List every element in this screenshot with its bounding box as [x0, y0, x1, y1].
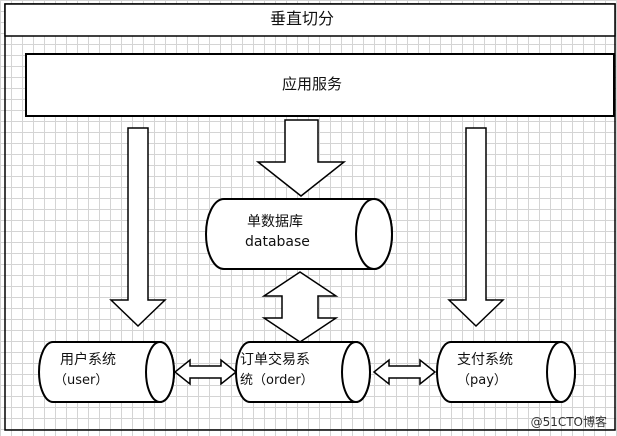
- order-system-cylinder: [235, 341, 371, 403]
- pay-system-label-line2: （pay）: [457, 373, 507, 388]
- user-system-label-line1: 用户系统: [60, 352, 116, 368]
- app-service-label: 应用服务: [282, 75, 343, 93]
- database-cylinder: [205, 198, 393, 270]
- title-bar: [4, 3, 616, 37]
- arrow-double-db-order: [261, 271, 339, 343]
- database-label-line1: 单数据库: [247, 214, 303, 230]
- database-label-line2: database: [245, 234, 310, 250]
- app-service-box: [25, 53, 615, 117]
- user-system-cylinder: [38, 341, 175, 403]
- pay-system-cylinder: [436, 341, 576, 403]
- pay-system-label-line1: 支付系统: [457, 352, 513, 368]
- order-system-label-line1: 订单交易系: [240, 352, 310, 368]
- watermark: @51CTO博客: [530, 415, 607, 429]
- arrow-double-order-pay: [372, 358, 437, 386]
- diagram-title: 垂直切分: [270, 9, 335, 28]
- order-system-label-line2: 统（order）: [240, 373, 314, 388]
- arrow-down-pay: [447, 127, 505, 328]
- arrow-down-database: [255, 119, 347, 197]
- arrow-down-user: [109, 127, 167, 328]
- arrow-double-user-order: [173, 358, 238, 386]
- user-system-label-line2: （user）: [54, 373, 109, 388]
